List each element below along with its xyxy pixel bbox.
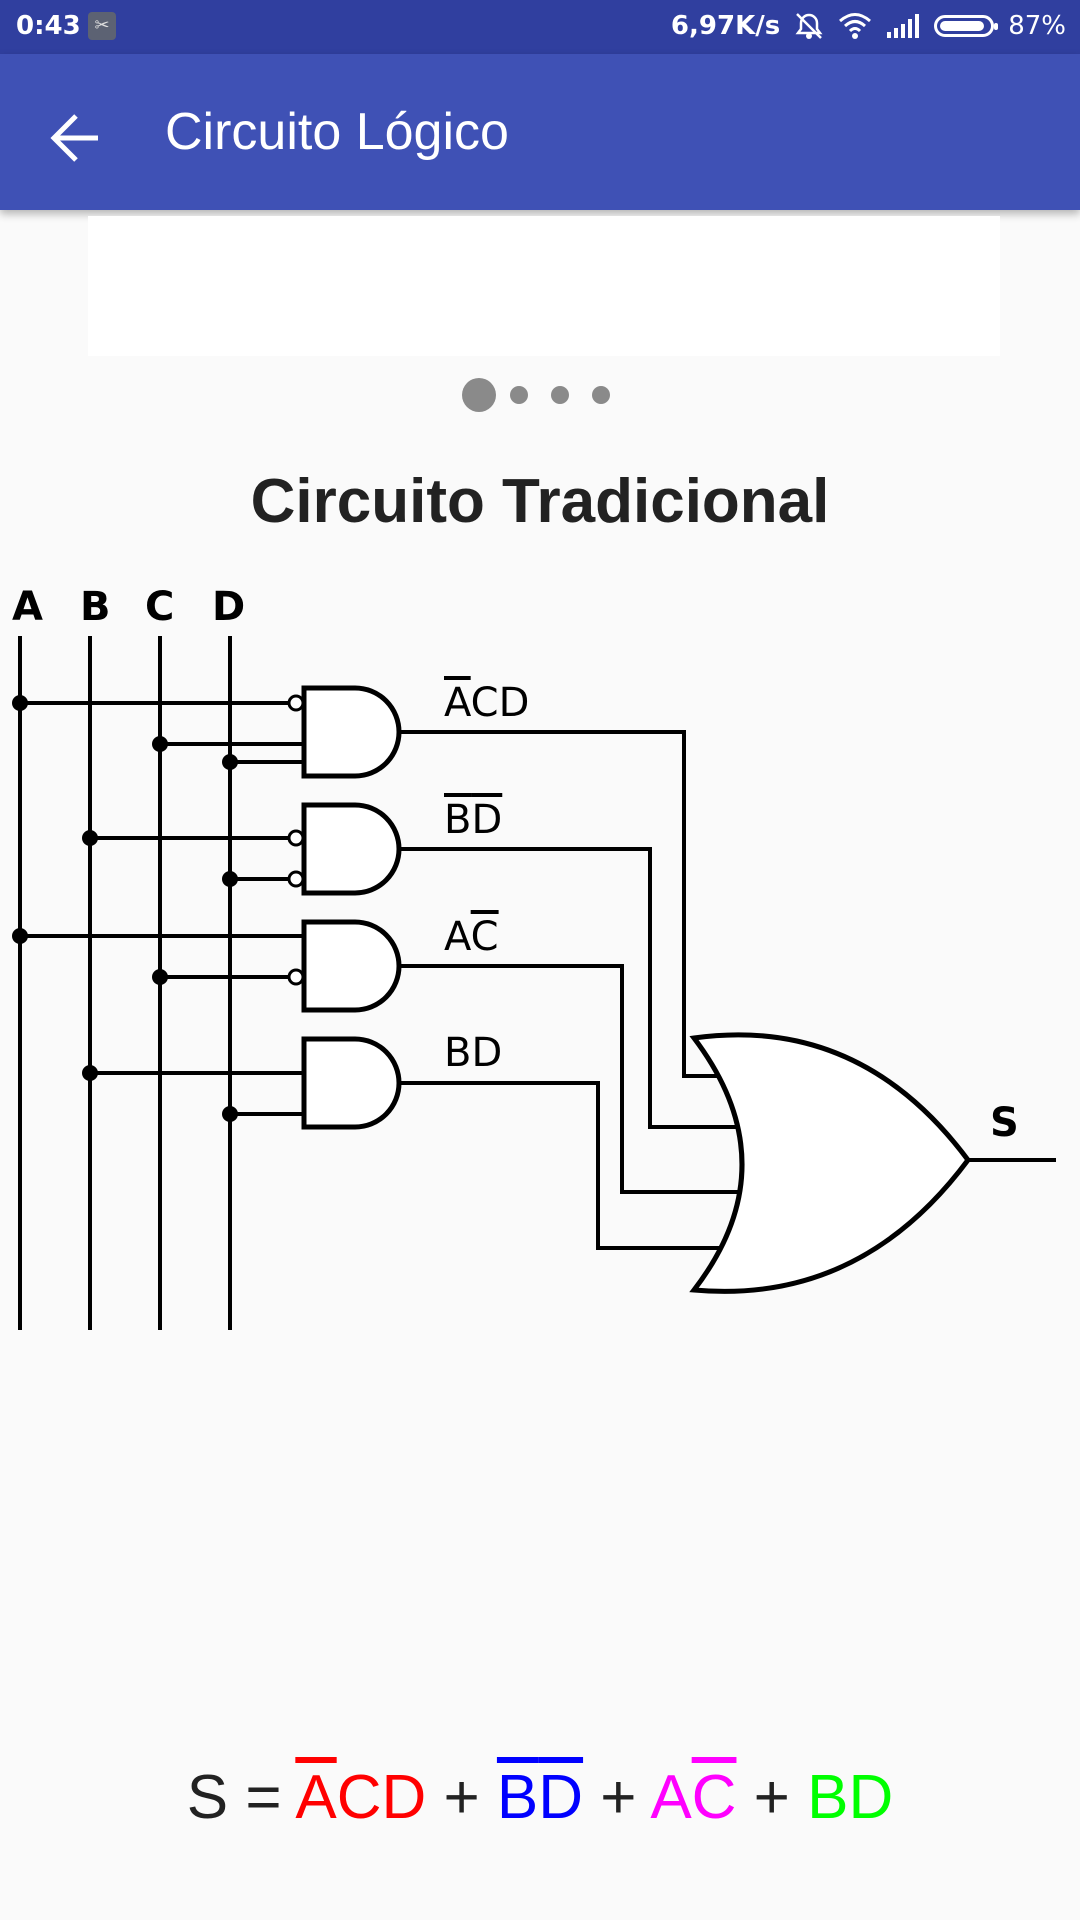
alarm-off-icon bbox=[795, 13, 823, 39]
and-gate-2 bbox=[301, 802, 402, 896]
input-label-b: B bbox=[80, 584, 111, 630]
wire-gate2-to-or bbox=[399, 847, 752, 1129]
input-label-a: A bbox=[12, 584, 43, 630]
expression-separator-2: + bbox=[583, 1763, 651, 1832]
expression-prefix: S = bbox=[186, 1763, 296, 1832]
battery-icon bbox=[934, 15, 999, 37]
boolean-expression: S = ACD + BD + AC + BD bbox=[0, 1762, 1080, 1833]
app-bar: Circuito Lógico bbox=[0, 54, 1080, 210]
logic-circuit-diagram: A B C D ACD BD AC BD bbox=[12, 584, 1056, 1330]
junction-dots bbox=[12, 695, 238, 1122]
inversion-bubble-c-gate3 bbox=[287, 968, 305, 986]
section-title: Circuito Tradicional bbox=[250, 467, 830, 536]
carousel-page-indicator[interactable] bbox=[0, 376, 1080, 416]
output-label-s: S bbox=[990, 1100, 1019, 1146]
screenshot-notification-icon: ✂ bbox=[88, 12, 116, 40]
expression-term-1: ACD bbox=[295, 1763, 427, 1832]
battery-percent: 87% bbox=[1008, 11, 1066, 41]
inversion-bubble-a-gate1 bbox=[287, 694, 305, 712]
status-time: 0:43 bbox=[16, 11, 81, 41]
expression-separator-3: + bbox=[736, 1763, 808, 1832]
status-bar: 0:43 ✂ 6,97K/s 87% bbox=[0, 0, 1080, 54]
signal-icon bbox=[887, 14, 920, 38]
wire-gate3-to-or bbox=[399, 964, 758, 1194]
inversion-bubble-d-gate2 bbox=[287, 870, 305, 888]
wire-gate1-to-or bbox=[399, 730, 720, 1078]
wifi-icon bbox=[839, 13, 872, 39]
wire-gate4-to-or bbox=[399, 1081, 738, 1250]
term-label-4: BD bbox=[444, 1030, 502, 1076]
and-gate-4 bbox=[301, 1036, 402, 1130]
input-label-d: D bbox=[212, 584, 245, 630]
app-title: Circuito Lógico bbox=[165, 103, 509, 161]
page-dot-3[interactable] bbox=[551, 386, 569, 404]
and-gate-3 bbox=[301, 919, 402, 1013]
expression-separator-1: + bbox=[426, 1763, 497, 1832]
term-label-2: BD bbox=[444, 797, 502, 843]
arrow-back-icon[interactable] bbox=[36, 98, 116, 178]
page-dot-4[interactable] bbox=[592, 386, 610, 404]
ad-banner[interactable] bbox=[88, 216, 1000, 356]
page-dot-1[interactable] bbox=[462, 378, 496, 412]
and-gate-1 bbox=[301, 685, 402, 779]
term-label-1: ACD bbox=[444, 680, 529, 726]
status-right-group: 6,97K/s 87% bbox=[671, 11, 1066, 41]
expression-term-3: AC bbox=[650, 1763, 737, 1832]
network-speed: 6,97K/s bbox=[670, 11, 781, 41]
page-dot-2[interactable] bbox=[510, 386, 528, 404]
inversion-bubble-b-gate2 bbox=[287, 829, 305, 847]
or-gate bbox=[689, 1032, 972, 1294]
expression-term-4: BD bbox=[807, 1763, 894, 1832]
expression-term-2: BD bbox=[496, 1763, 584, 1832]
input-label-c: C bbox=[145, 584, 174, 630]
term-label-3: AC bbox=[444, 914, 499, 960]
